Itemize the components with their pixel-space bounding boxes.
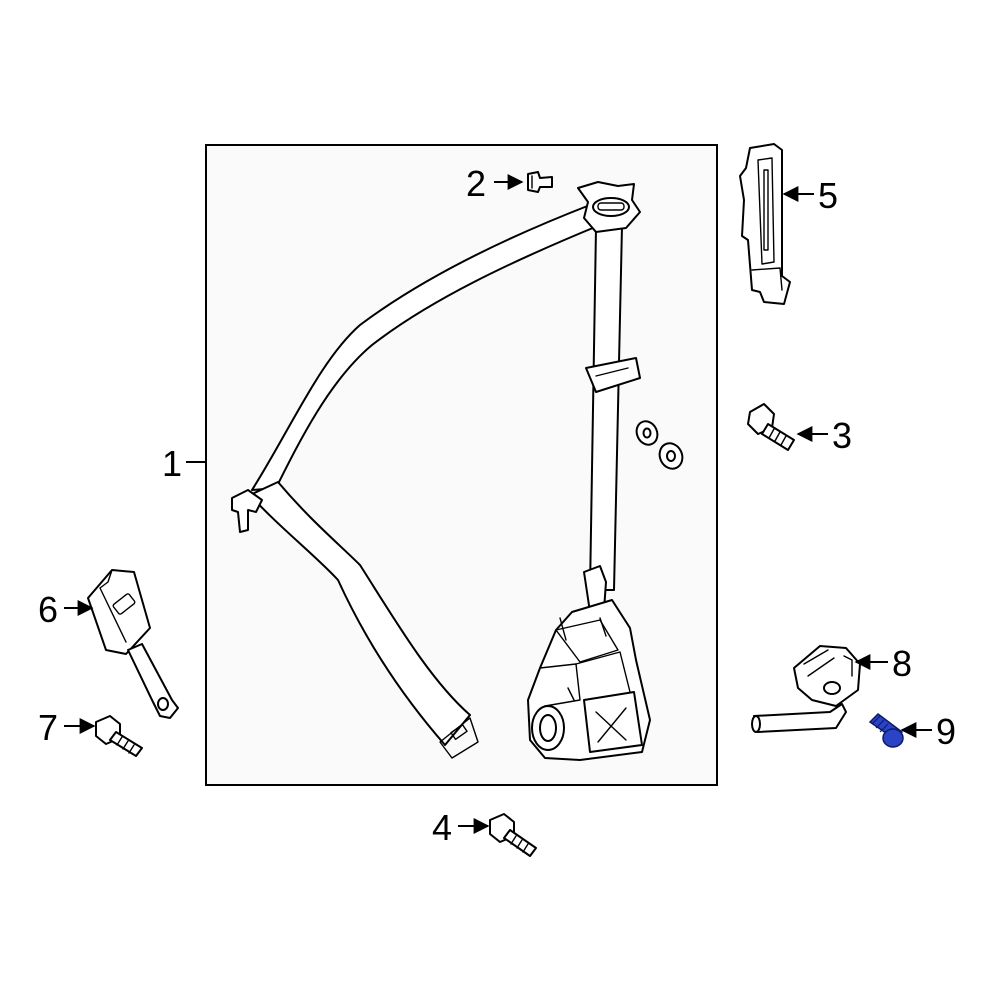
callout-9: 9 [936,711,956,752]
buckle-sensor[interactable] [751,645,861,733]
bolt-4[interactable] [489,813,537,857]
callout-3: 3 [832,415,852,456]
callout-1: 1 [162,443,182,484]
trim-bracket[interactable] [739,143,791,305]
bolt-3[interactable] [747,403,795,451]
callout-7: 7 [38,707,58,748]
push-pin[interactable] [527,171,553,193]
callout-6: 6 [38,589,58,630]
callout-4: 4 [432,807,452,848]
callout-5: 5 [818,175,838,216]
callout-8: 8 [892,643,912,684]
seat-belt-webbing[interactable] [231,204,623,759]
upper-guide[interactable] [577,181,641,233]
washers[interactable] [633,418,687,473]
retractor[interactable] [527,565,651,761]
bolt-7[interactable] [95,715,143,757]
callout-2: 2 [466,163,486,204]
bolt-9-highlighted[interactable] [868,713,904,748]
middle-guide[interactable] [585,357,641,393]
seat-belt-buckle[interactable] [87,569,179,719]
